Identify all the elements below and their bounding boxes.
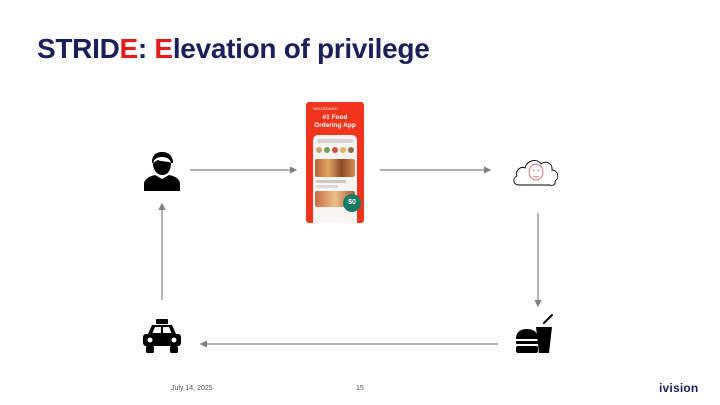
app-screen <box>313 135 357 223</box>
ivision-logo: ivision <box>659 381 699 395</box>
person-icon <box>144 152 180 191</box>
burger-drink-icon <box>516 314 553 353</box>
app-headline-line2: Ordering App <box>314 122 356 129</box>
app-headline-line1: #1 Food <box>322 114 348 121</box>
title-highlight-e: E <box>119 33 139 64</box>
title-colon: : <box>137 33 155 64</box>
food-delivery-app-screenshot: DOORDASH #1 Food Ordering App $0 <box>306 102 364 223</box>
app-text-line <box>316 180 346 183</box>
title-rest: levation of privilege <box>172 33 430 64</box>
title-stride: STRID <box>37 33 120 64</box>
app-headline: #1 Food Ordering App <box>306 114 364 130</box>
app-price-badge: $0 <box>343 194 361 212</box>
taxi-icon <box>143 319 181 353</box>
footer-page-number: 15 <box>356 385 364 392</box>
page-title: STRIDE: Elevation of privilege <box>37 30 430 68</box>
app-search-bar <box>317 139 353 143</box>
app-food-image <box>315 159 355 177</box>
footer-date: July 14, 2025 <box>171 385 213 392</box>
app-text-line <box>316 185 338 188</box>
app-brand-label: DOORDASH <box>313 106 338 111</box>
cloud-face-icon <box>513 160 559 186</box>
app-category-row <box>316 147 354 155</box>
title-highlight-e2: E <box>154 33 173 64</box>
